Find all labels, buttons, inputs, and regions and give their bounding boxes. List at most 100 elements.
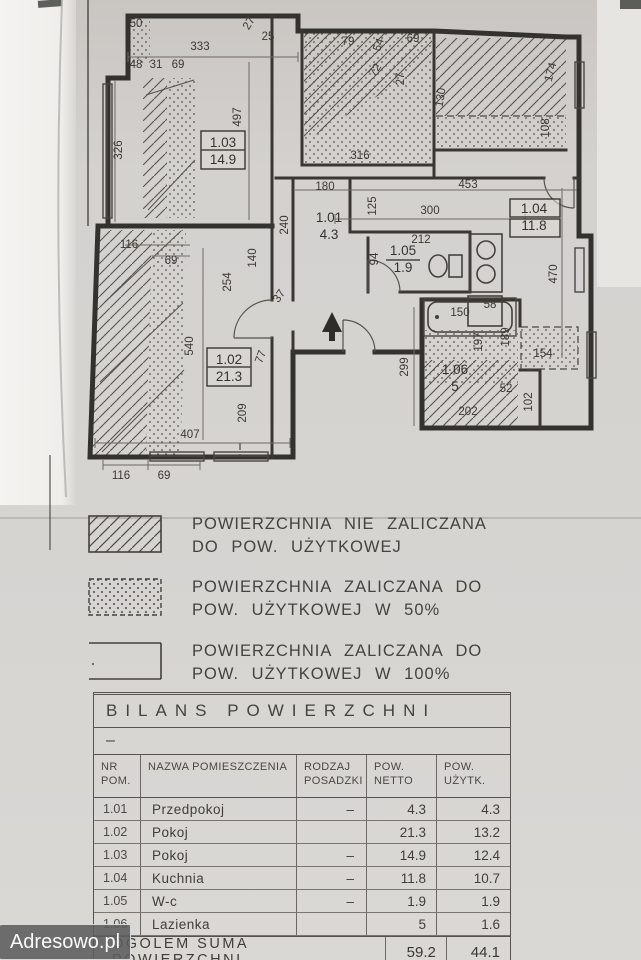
stove-icon [467,295,503,327]
dimension-label: 69 [407,33,420,45]
cell-name: Kuchnia [141,867,297,889]
room-area-label: 5 [451,379,459,394]
cell-name: Przedpokoj [141,798,297,820]
hatch-50pct [128,20,150,64]
paper-edge-line [49,455,51,550]
legend-label: POWIERZCHNIA NIE ZALICZANA DO POW. UŻYTK… [192,515,487,556]
hatch-not-counted-bath [424,360,518,426]
cell-netto: 11.8 [367,867,437,889]
windows [102,61,597,462]
room-number-label: 1.05 [390,243,416,258]
dimension-label: 37 [271,288,288,305]
dimension-label: 316 [350,150,369,162]
legend-item-100pct: POWIERZCHNIA ZALICZANA DO POW. UŻYTKOWEJ… [88,642,482,686]
kitchen-sink-icon [469,233,503,293]
total-label: OGOLEM SUMA POWIERZCHNI [94,936,387,960]
dimension-label: 333 [190,41,209,53]
table-dash-row: – [106,732,115,749]
dimension-label: 202 [458,406,477,418]
room-area-label: 1.9 [394,260,413,275]
dimension-label: 25 [262,31,275,43]
dimension-label: 77 [253,349,269,365]
cell-name: Pokoj [141,821,297,843]
floor-plan: 5033348316925274973267954697227130174108… [57,0,597,498]
room-area-label: 4.3 [320,227,339,242]
dimension-label: 174 [543,61,560,83]
dimension-label: 52 [500,383,513,395]
paper-crease-curve [57,0,67,498]
dimension-label: 299 [399,357,411,376]
room-number-label: 1.02 [216,352,242,367]
dimension-label: 407 [180,429,199,441]
legend-item-50pct: POWIERZCHNIA ZALICZANA DO POW. UŻYTKOWEJ… [88,578,482,622]
bathtub-icon [427,301,513,333]
legend-label: POWIERZCHNIA ZALICZANA DO POW. UŻYTKOWEJ… [192,578,483,619]
room-number-label: 1.06 [442,362,468,377]
legend-item-not-counted: POWIERZCHNIA NIE ZALICZANA DO POW. UŻYTK… [88,515,487,559]
dimension-label: 326 [113,140,125,159]
dimension-label: 140 [247,248,259,267]
dimension-label: 69 [165,255,178,267]
cell-uzytk: 1.6 [481,916,500,932]
dimension-lines [94,52,577,470]
cell-name: Lazienka [141,913,297,935]
hatch-not-counted-room [92,230,152,455]
room-number-label: 1.04 [521,201,548,216]
room-area-label: 21.3 [216,369,242,384]
cell-netto: 21.3 [367,821,437,843]
room-area-label: 14.9 [210,152,236,167]
dimension-label: 69 [158,470,171,482]
hatch-accent-lines [99,79,196,453]
cell-uzytk: 12.4 [473,847,500,863]
room-labels: 1.014.31.0221.31.0314.91.0411.81.051.91.… [210,135,548,394]
dimension-label: 300 [420,205,439,217]
dimension-label: 125 [367,196,379,215]
table-title: BILANS POWIERZCHNI [94,692,510,728]
cell-nr: 1.02 [94,821,141,843]
dotted-swatch [88,578,162,616]
fixtures [322,233,517,341]
cell-floor: – [297,844,367,866]
cell-uzytk: 4.3 [481,801,500,817]
dimension-label: 130 [433,87,448,108]
cell-floor [297,821,367,843]
dimension-label: 69 [172,59,185,71]
hatch-50pct-kitchen [521,327,578,369]
scan-corner-mark [620,0,641,9]
hatch-not-counted-terrace [304,33,432,142]
room-label-boxes [200,130,561,387]
dimension-label: 453 [458,179,477,191]
dimension-label: 54 [371,36,387,53]
table-total-row: OGOLEM SUMA POWIERZCHNI 59.2 44.1 [94,936,510,960]
dimension-label: 58 [484,299,497,311]
cell-netto: 5 [367,913,437,935]
dimension-label: 540 [184,336,196,355]
diagonal-hatch-swatch [88,515,162,553]
cell-netto: 1.9 [367,890,437,912]
dimension-label: 79 [342,36,355,48]
cell-nr: 1.04 [94,867,141,889]
cell-uzytk: 1.9 [481,893,500,909]
dimension-label: 150 [450,307,469,319]
dashed-boundaries [239,115,579,455]
cell-floor: – [297,867,367,889]
cell-uzytk: 10.7 [473,870,500,886]
toilet-icon [428,254,463,278]
dimension-label: 116 [112,470,130,482]
adresowo-watermark: Adresowo.pl [0,924,131,960]
col-header-uzytk: POW.UŻYTK. [444,761,486,787]
empty-swatch [89,642,162,680]
hatch-50pct [167,78,195,218]
col-header-netto: POW.NETTO [367,755,437,797]
paper-crease [0,517,641,519]
dimension-label: 154 [533,348,553,360]
dimension-label: 102 [523,392,535,411]
cell-floor [297,913,367,935]
cell-name: Pokoj [141,844,297,866]
cell-nr: 1.05 [94,890,141,912]
cell-floor: – [297,890,367,912]
cell-nr: 1.03 [94,844,141,866]
